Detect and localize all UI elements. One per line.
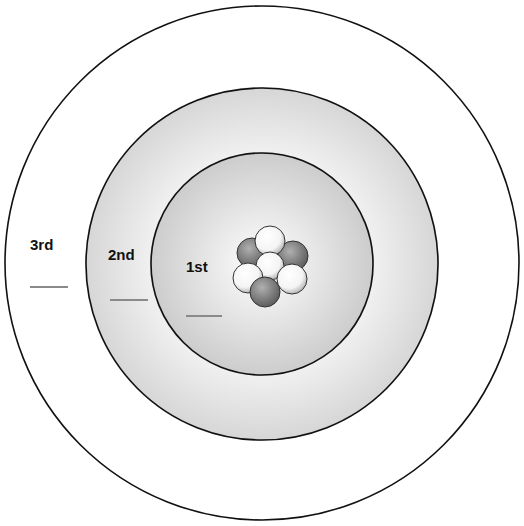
proton xyxy=(277,264,307,294)
neutron xyxy=(250,277,280,307)
shell-label: 3rd xyxy=(30,236,53,254)
outer-shell: 3rd 2nd 1st xyxy=(4,5,520,521)
answer-blank xyxy=(186,315,222,317)
answer-blanks xyxy=(30,287,222,316)
shell-label: 2nd xyxy=(108,246,135,264)
nucleus xyxy=(233,226,308,307)
shell-circle xyxy=(151,153,373,375)
inner-shell: 1st xyxy=(150,152,374,376)
middle-shell: 2nd 1st xyxy=(85,87,439,441)
shell-circle xyxy=(5,6,519,520)
shell-outline xyxy=(4,5,520,521)
shell-label: 1st xyxy=(186,258,208,276)
shell-outline xyxy=(150,152,374,376)
shell-outline xyxy=(85,87,439,441)
inner-shell-fill xyxy=(150,152,374,376)
shell-circle xyxy=(86,88,438,440)
answer-blank xyxy=(30,286,68,288)
middle-shell-fill xyxy=(85,87,439,441)
outer-shell-fill xyxy=(4,5,520,521)
answer-blank xyxy=(110,299,148,301)
